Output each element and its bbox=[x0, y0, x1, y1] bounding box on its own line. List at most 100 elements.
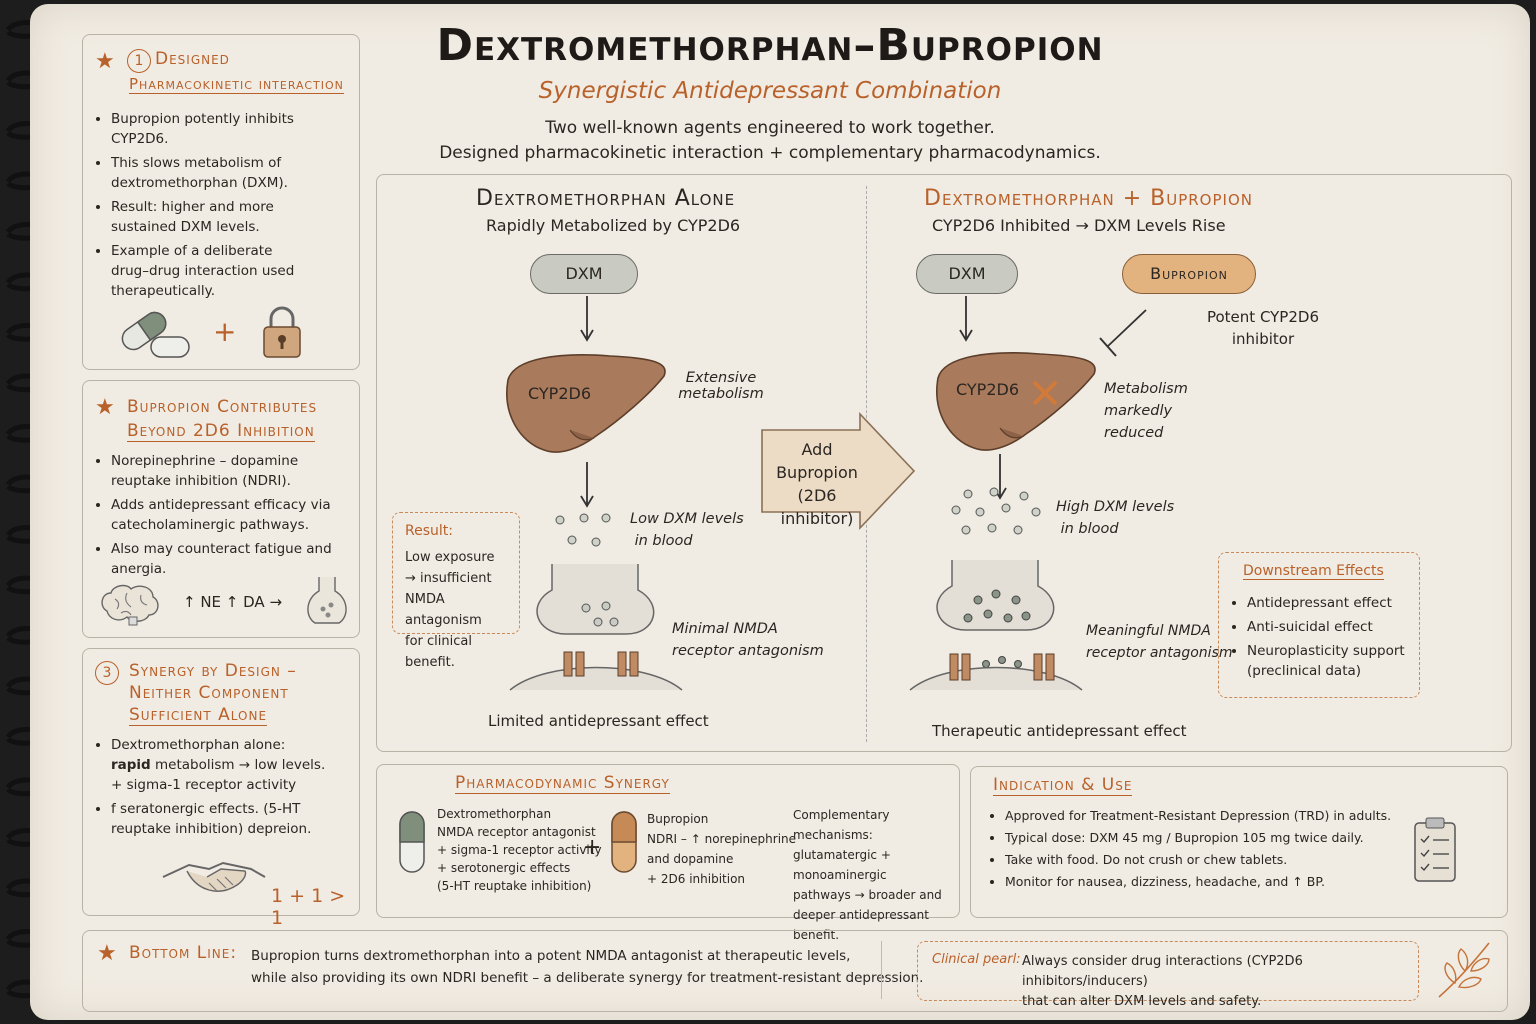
pd-synergy-panel: Pharmacodynamic Synergy Dextromethorphan… bbox=[376, 764, 960, 942]
panel3-badge: 3 bbox=[95, 661, 119, 685]
clinical-pearl-box: Clinical pearl: Always consider drug int… bbox=[917, 941, 1419, 1009]
alone-subtitle: Rapidly Metabolized by CYP2D6 bbox=[486, 216, 741, 235]
inhibition-line-icon bbox=[1099, 309, 1147, 357]
star-icon: ★ bbox=[97, 941, 117, 966]
panel2-title-1: Bupropion Contributes bbox=[127, 397, 318, 417]
star-icon: ★ bbox=[95, 395, 115, 420]
pd-mechanisms: Complementary mechanisms: glutamatergic +… bbox=[793, 805, 959, 945]
bottom-text: Bupropion turns dextromethorphan into a … bbox=[251, 948, 924, 986]
panel3-title-1: Synergy by Design – bbox=[129, 661, 297, 681]
bupropion-pill: Bupropion bbox=[1122, 254, 1256, 294]
combo-effect: Therapeutic antidepressant effect bbox=[932, 722, 1187, 740]
downstream-item: Neuroplasticity support (preclinical dat… bbox=[1247, 641, 1415, 681]
alone-title: Dextromethorphan Alone bbox=[476, 186, 736, 211]
panel2-title-2: Beyond 2D6 Inhibition bbox=[127, 421, 315, 442]
alone-liver-label: CYP2D6 bbox=[528, 384, 591, 403]
arrow-down-icon bbox=[959, 296, 973, 342]
synapse-icon bbox=[307, 577, 347, 624]
pearl-label: Clinical pearl: bbox=[932, 952, 1021, 967]
panel3-bullets: Dextromethorphan alone:rapid metabolism … bbox=[89, 735, 339, 843]
add-bupropion-arrow bbox=[761, 411, 916, 531]
page-subtitle: Synergistic Antidepressant Combination bbox=[538, 78, 1002, 104]
result-line: NMDA antagonism bbox=[405, 592, 482, 628]
pd-title: Pharmacodynamic Synergy bbox=[455, 773, 670, 794]
pd-mech-line: Complementary mechanisms: bbox=[793, 808, 890, 842]
pd-dxm-line: Dextromethorphan bbox=[437, 807, 552, 821]
comparison-panel bbox=[376, 174, 1512, 752]
dxm-molecules-low bbox=[555, 513, 611, 547]
bottom-line-panel: ★ Bottom Line: Bupropion turns dextromet… bbox=[82, 930, 1508, 1012]
pd-bup-line: + 2D6 inhibition bbox=[647, 872, 746, 886]
dxm-pill: DXM bbox=[530, 254, 638, 294]
indication-list: Approved for Treatment-Resistant Depress… bbox=[983, 807, 1403, 895]
bottom-label: Bottom Line: bbox=[129, 943, 238, 963]
panel3-formula: 1 + 1 > 1 bbox=[271, 885, 346, 929]
padlock-icon bbox=[263, 306, 301, 358]
panel2-bullets: Norepinephrine – dopamine reuptake inhib… bbox=[89, 451, 339, 583]
pd-dxm-line: NMDA receptor antagonist bbox=[437, 825, 596, 839]
pd-dxm-line: + serotonergic effects bbox=[437, 861, 571, 875]
panel1-bullet: Result: higher and more sustained DXM le… bbox=[111, 197, 309, 237]
intro-line-1: Two well-known agents engineered to work… bbox=[545, 118, 995, 138]
combo-title: Dextromethorphan + Bupropion bbox=[924, 186, 1253, 211]
panel3-title-2: Neither Component bbox=[129, 683, 289, 703]
panel1-bullets: Bupropion potently inhibits CYP2D6.This … bbox=[89, 109, 309, 305]
panel3-bullet: f seratonergic effects. (5-HT reuptake i… bbox=[111, 799, 339, 839]
downstream-title: Downstream Effects bbox=[1243, 563, 1384, 580]
panel3-title-3: Sufficient Alone bbox=[129, 705, 268, 726]
alone-effect: Limited antidepressant effect bbox=[488, 712, 709, 730]
downstream-box: Downstream Effects Antidepressant effect… bbox=[1218, 552, 1420, 698]
result-line: Low exposure bbox=[405, 550, 495, 565]
panel1-title-1: Designed bbox=[155, 49, 230, 69]
capsules-icon bbox=[121, 311, 190, 358]
downstream-item: Antidepressant effect bbox=[1247, 593, 1415, 613]
pd-plus: + bbox=[583, 835, 602, 860]
star-icon: ★ bbox=[95, 49, 115, 74]
indication-item: Typical dose: DXM 45 mg / Bupropion 105 … bbox=[1005, 829, 1403, 847]
pd-mech-line: deeper antidepressant benefit. bbox=[793, 908, 929, 942]
pd-dxm-line: + sigma-1 receptor activity bbox=[437, 843, 602, 857]
liver-icon bbox=[936, 352, 1096, 451]
indication-title: Indication & Use bbox=[993, 775, 1133, 796]
panel1-plus: + bbox=[213, 315, 237, 348]
pd-dxm-line: (5-HT reuptake inhibition) bbox=[437, 879, 592, 893]
panel-synergy-by-design: 3 Synergy by Design – Neither Component … bbox=[82, 648, 360, 929]
bottom-divider bbox=[881, 941, 882, 999]
pd-mech-line: glutamatergic + monoaminergic bbox=[793, 848, 891, 882]
pearl-text: Always consider drug interactions (CYP2D… bbox=[1022, 954, 1303, 1009]
panel1-badge: 1 bbox=[127, 49, 151, 73]
pd-mech-line: pathways → broader and bbox=[793, 888, 942, 902]
brain-icon bbox=[101, 584, 159, 626]
result-title: Result: bbox=[405, 523, 453, 539]
combo-liver-label: CYP2D6 bbox=[956, 380, 1019, 399]
panel1-title-2: Pharmacokinetic interaction bbox=[129, 75, 344, 94]
page-title: Dextromethorphan–Bupropion bbox=[436, 20, 1104, 71]
result-line: for clinical benefit. bbox=[405, 634, 472, 670]
clipboard-checklist-icon bbox=[1414, 817, 1456, 882]
combo-subtitle: CYP2D6 Inhibited → DXM Levels Rise bbox=[932, 216, 1226, 235]
panel1-bullet: This slows metabolism of dextromethorpha… bbox=[111, 153, 309, 193]
indication-item: Take with food. Do not crush or chew tab… bbox=[1005, 851, 1403, 869]
alone-levels: Low DXM levels in blood bbox=[630, 511, 744, 549]
panel-bupropion-beyond: ★ Bupropion Contributes Beyond 2D6 Inhib… bbox=[82, 380, 360, 638]
handshake-icon bbox=[162, 861, 266, 892]
pd-bup-line: NDRI – ↑ norepinephrine bbox=[647, 832, 797, 846]
downstream-item: Anti-suicidal effect bbox=[1247, 617, 1415, 637]
arrow-down-icon bbox=[580, 462, 594, 508]
panel2-effect: ↑ NE ↑ DA → bbox=[183, 593, 283, 611]
pd-bup-line: and dopamine bbox=[647, 852, 734, 866]
indication-panel: Indication & Use Approved for Treatment-… bbox=[970, 766, 1508, 918]
synapse-alone bbox=[509, 564, 683, 691]
panel1-bullet: Bupropion potently inhibits CYP2D6. bbox=[111, 109, 309, 149]
panel3-bullet: Dextromethorphan alone:rapid metabolism … bbox=[111, 735, 339, 795]
dxm-capsule-icon bbox=[399, 811, 425, 873]
